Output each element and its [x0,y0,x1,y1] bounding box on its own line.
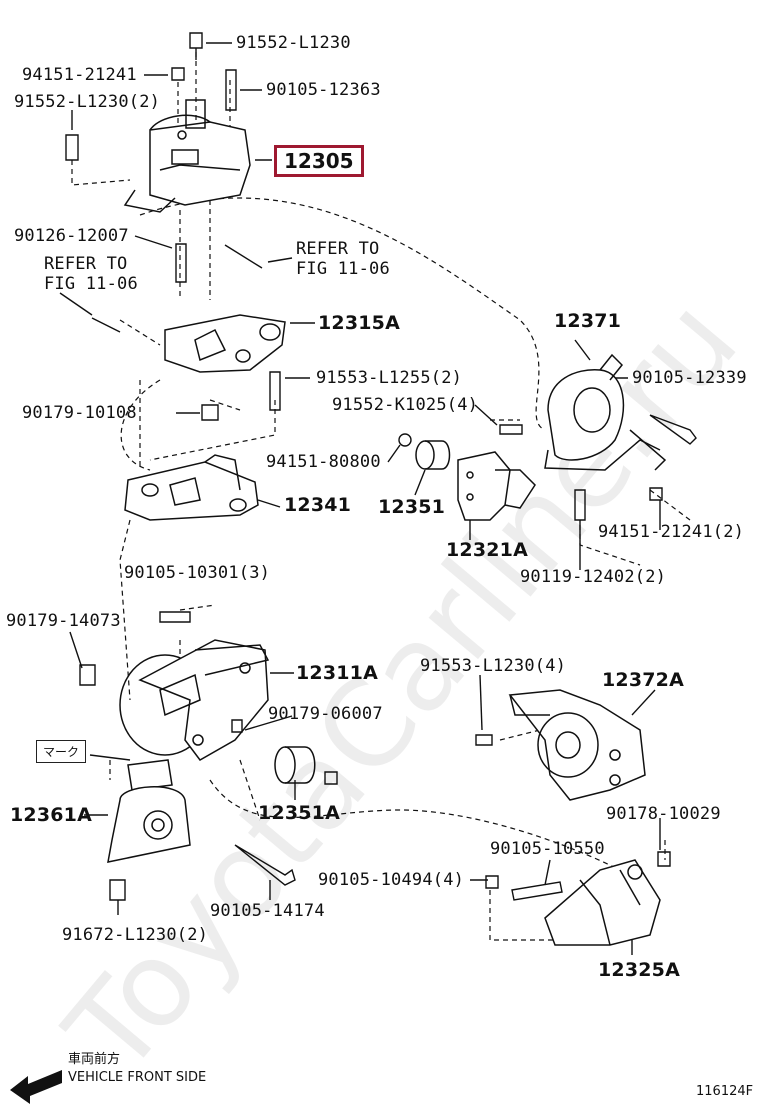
label-90105-10301: 90105-10301(3) [124,563,271,583]
label-90105-14174: 90105-14174 [210,901,325,921]
label-90179-10108: 90179-10108 [22,403,137,423]
label-94151-21241-2: 94151-21241(2) [598,522,745,542]
label-91552-L1230: 91552-L1230 [236,33,351,53]
label-91552-L1230-2: 91552-L1230(2) [14,92,161,112]
label-91672-L1230: 91672-L1230(2) [62,925,209,945]
label-91552-K1025: 91552-K1025(4) [332,395,479,415]
label-90119-12402: 90119-12402(2) [520,567,667,587]
label-91553-L1255: 91553-L1255(2) [316,368,463,388]
label-91553-L1230: 91553-L1230(4) [420,656,567,676]
label-90179-06007: 90179-06007 [268,704,383,724]
front-side-en-label: VEHICLE FRONT SIDE [68,1070,207,1085]
label-12315A: 12315A [318,312,401,334]
label-94151-80800: 94151-80800 [266,452,381,472]
label-90126-12007: 90126-12007 [14,226,129,246]
mark-callout: マーク [36,740,87,763]
label-12321A: 12321A [446,539,529,561]
label-90105-10494: 90105-10494(4) [318,870,465,890]
label-refer-to-left: REFER TO [44,254,128,274]
label-12351A: 12351A [258,802,341,824]
label-12311A: 12311A [296,662,379,684]
label-12371: 12371 [554,310,622,332]
label-fig-right: FIG 11-06 [296,259,390,279]
label-94151-21241: 94151-21241 [22,65,137,85]
label-90105-12339: 90105-12339 [632,368,747,388]
label-90179-14073: 90179-14073 [6,611,121,631]
highlighted-part-number[interactable]: 12305 [274,145,364,177]
label-12361A: 12361A [10,804,93,826]
label-fig-left: FIG 11-06 [44,274,138,294]
front-arrow-icon [10,1070,62,1104]
label-90105-10550: 90105-10550 [490,839,605,859]
label-12351: 12351 [378,496,446,518]
label-12372A: 12372A [602,669,685,691]
label-90105-12363: 90105-12363 [266,80,381,100]
figure-code: 116124F [696,1084,754,1099]
label-12325A: 12325A [598,959,681,981]
label-refer-to-right: REFER TO [296,239,380,259]
front-side-jp-label: 車両前方 [68,1052,121,1067]
label-90178-10029: 90178-10029 [606,804,721,824]
label-12341: 12341 [284,494,352,516]
